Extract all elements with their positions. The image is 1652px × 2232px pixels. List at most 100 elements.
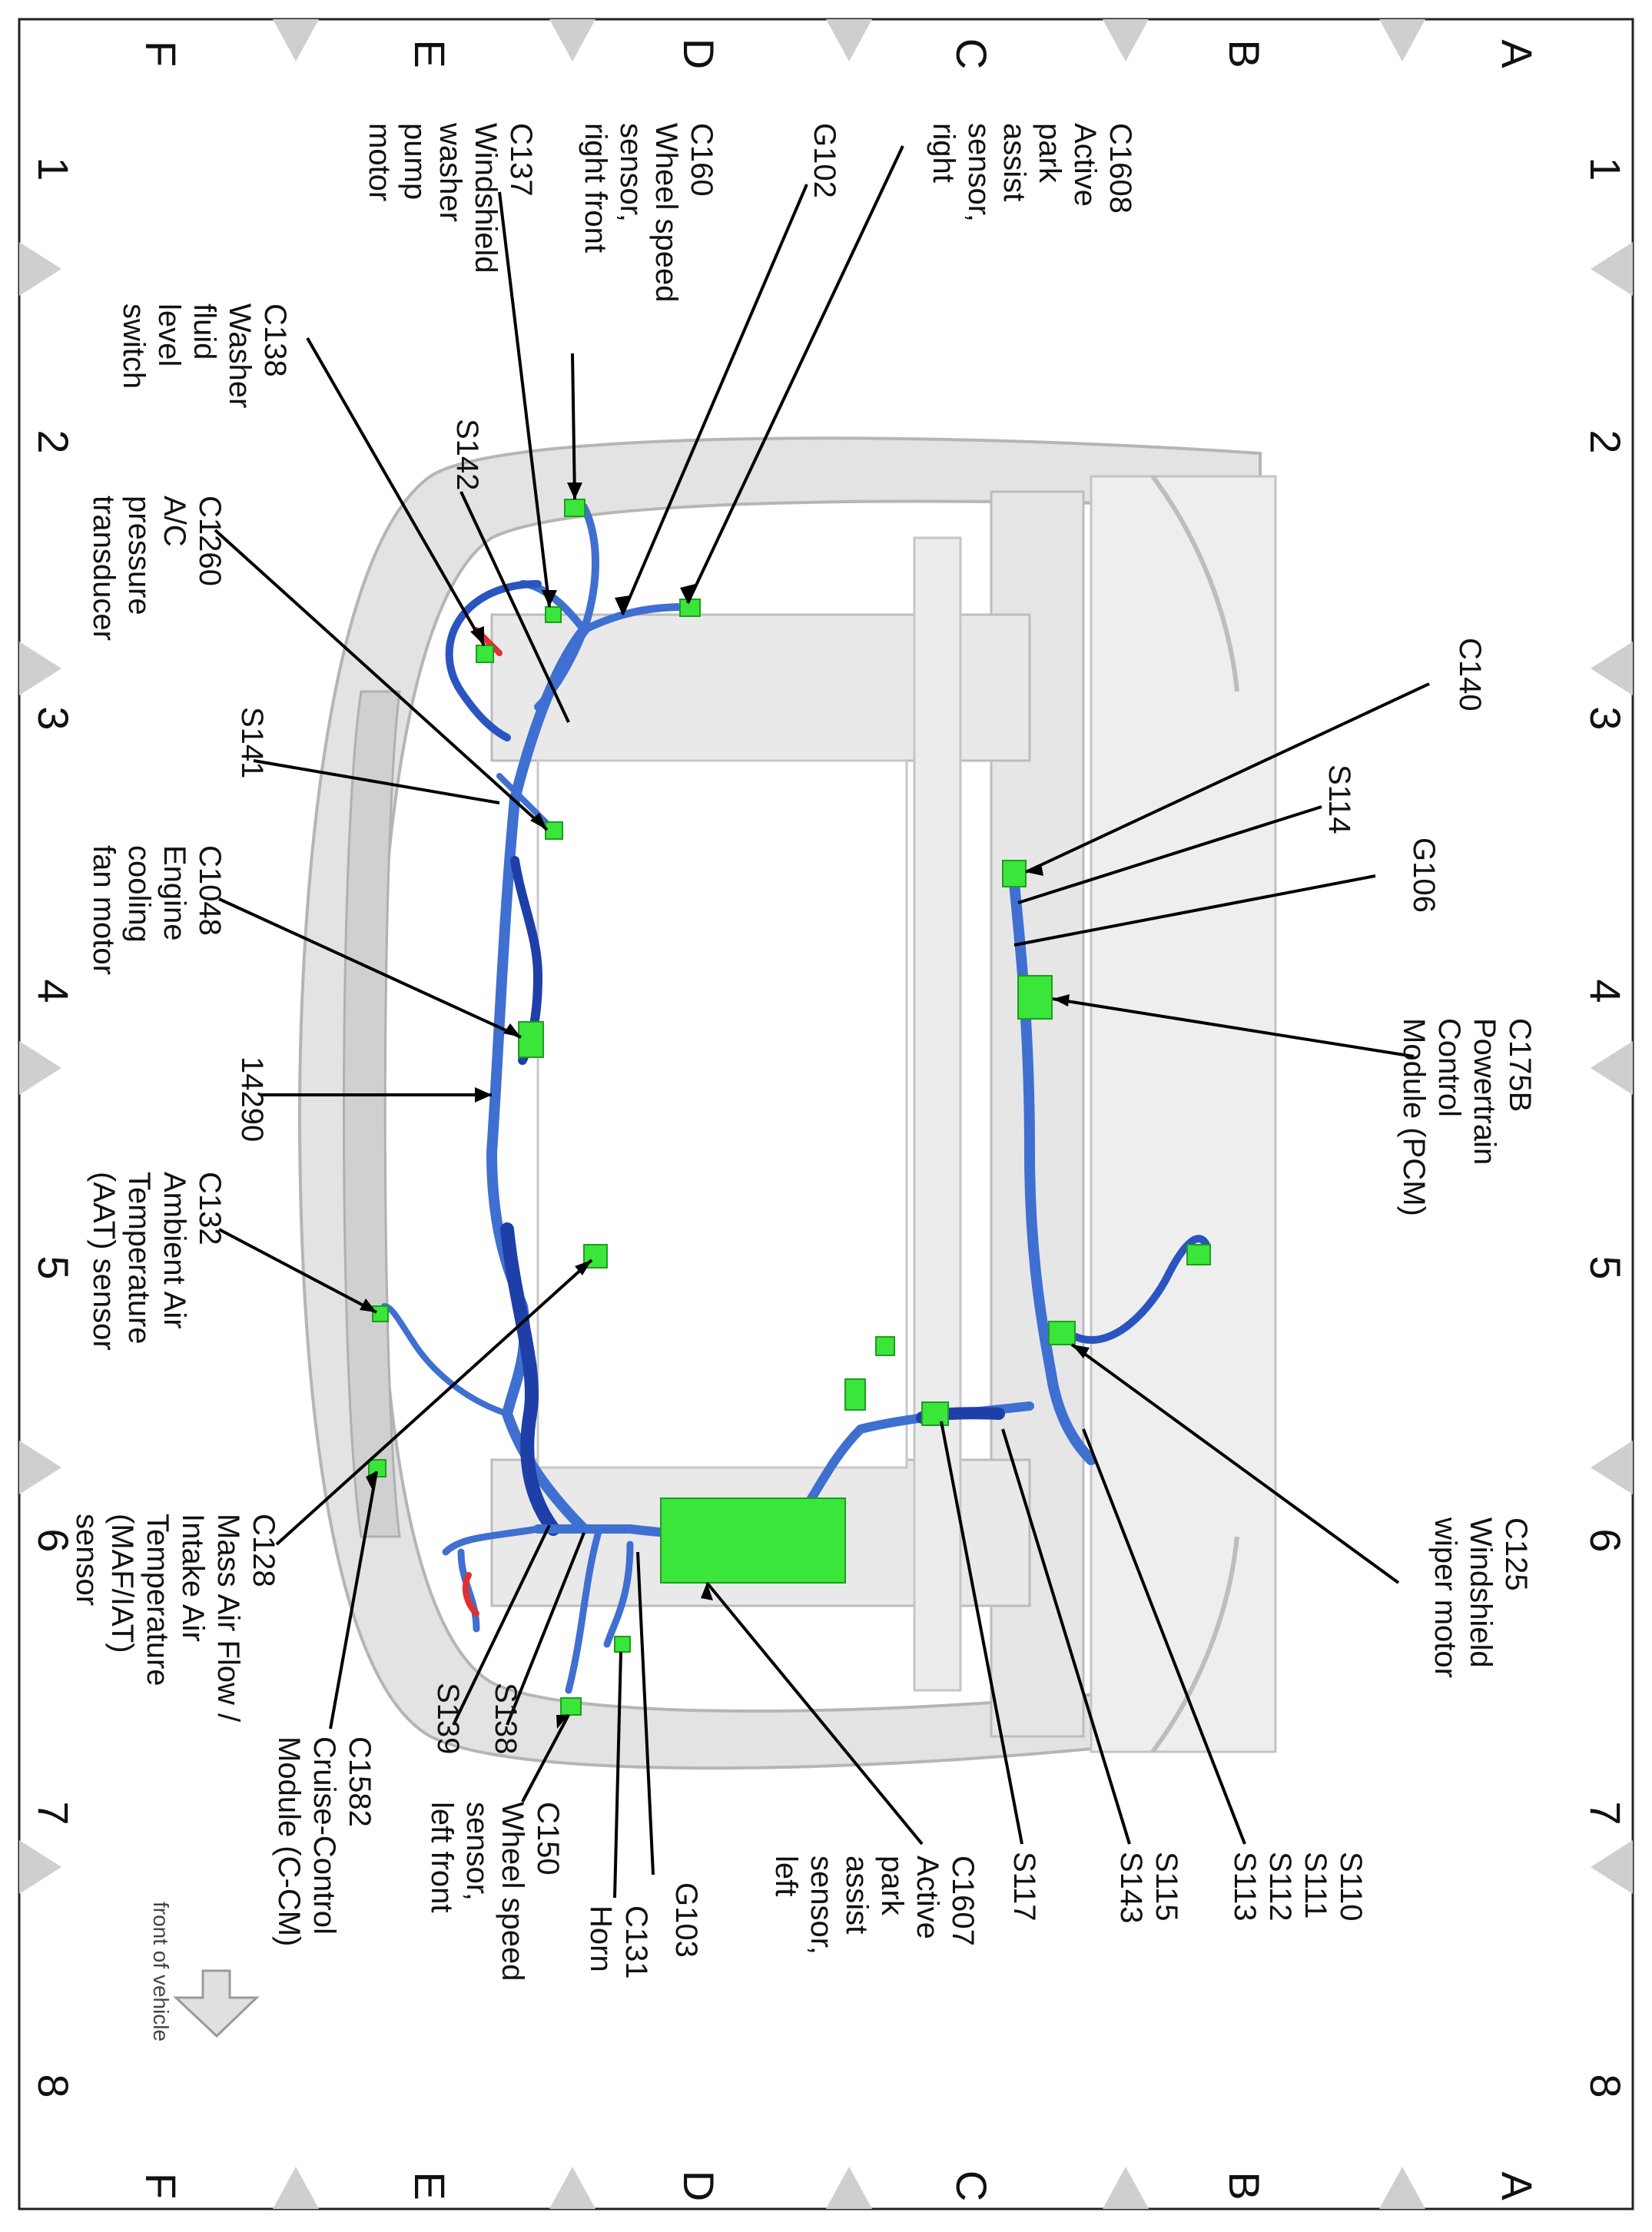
grid-col-3-right: 3 [1581,706,1630,730]
leader-c137 [498,191,551,608]
left-wheel-well [1150,1536,1239,1753]
grid-col-7-right: 7 [1581,1801,1630,1825]
grid-col-3-left: 3 [29,706,78,730]
harness-left-front-branches [442,1525,634,1694]
grid-col-labels-left: 1 2 3 4 5 6 7 8 [29,157,78,2098]
connector-c160 [564,499,585,517]
label-s110-s113: S110 S111 S112 S113 [1228,1852,1368,1930]
grid-col-2-right: 2 [1581,429,1630,453]
label-c1260: C1260 A/C pressure transducer [87,496,227,641]
grid-row-a-top: A [1493,39,1541,68]
connector-c175b [1017,975,1053,1020]
connector-wiper-end [1186,1244,1211,1265]
grille-band [343,690,401,1538]
grid-col-1-left: 1 [29,157,78,181]
leader-s142 [459,491,570,723]
leader-s138 [506,1532,585,1726]
grid-row-e-top: E [406,39,454,68]
grid-row-labels-bottom: A B C D E F [137,2171,1541,2201]
grid-row-labels-top: A B C D E F [137,38,1541,69]
connector-c138 [476,645,494,663]
cowl-panel [1090,475,1277,1753]
grid-markers [19,19,1633,2209]
grid-row-a-bottom: A [1493,2171,1541,2200]
label-g102: G102 [808,123,841,198]
label-14290: 14290 [235,1056,269,1142]
label-c125: C125 Windshield wiper motor [1428,1517,1533,1678]
grid-col-8-left: 8 [29,2074,78,2098]
right-wheel-well [1150,475,1239,692]
connector-c150 [560,1697,582,1716]
harness-front-dark-section [500,1222,560,1536]
label-s142: S142 [450,419,484,490]
harness-right-front-branch [519,503,688,711]
harness-washer-loop [445,580,542,741]
connector-c1582 [368,1459,386,1477]
front-of-vehicle-label: front of vehicle [149,1902,173,2041]
connector-s-cluster [921,1401,949,1426]
grid-row-c-bottom: C [947,2171,996,2201]
leader-s117 [940,1421,1023,1845]
label-s139: S139 [431,1683,465,1754]
leader-s114 [1017,805,1322,904]
leader-c150 [521,1714,570,1803]
leader-c1048 [218,897,522,1039]
grid-col-4-right: 4 [1581,979,1630,1003]
leader-c132 [218,1228,377,1314]
label-c160: C160 Wheel speed sensor, right front [579,123,718,311]
front-arrow-icon [173,1969,260,2038]
leader-g103 [636,1551,655,1875]
leader-s139 [452,1524,551,1726]
grid-row-b-top: B [1220,39,1269,68]
engine-bay-opening [536,759,908,1469]
grid-col-8-right: 8 [1581,2074,1630,2098]
connector-c1260 [545,821,563,840]
vehicle-front-structure [297,436,1277,1770]
label-s141: S141 [235,707,269,778]
label-s117: S117 [1007,1852,1041,1921]
grid-col-labels-right: 1 2 3 4 5 6 7 8 [1581,157,1630,2098]
leader-c1582 [329,1471,378,1730]
label-c1607: C1607 Active park assist sensor, left [769,1856,980,1963]
connector-left-misc-2 [875,1336,895,1356]
connectors [368,499,1211,1716]
label-g103: G103 [669,1882,703,1958]
leader-c125 [1070,1343,1400,1584]
grid-row-d-bottom: D [675,2171,723,2201]
connector-c137 [545,606,562,623]
leader-c175b [1052,997,1415,1058]
label-c1048: C1048 Engine cooling fan motor [87,845,227,975]
label-c175b: C175B Powertrain Control Module (PCM) [1397,1018,1537,1216]
grid-col-1-right: 1 [1581,157,1630,181]
label-c132: C132 Ambient Air Temperature (AAT) senso… [87,1172,227,1353]
leader-arrowheads [360,483,1090,1729]
leader-c138 [306,337,486,646]
leader-c131 [613,1651,622,1899]
leader-c1607 [705,1581,924,1846]
connector-c125 [1048,1321,1076,1345]
label-c128: C128 Mass Air Flow / Intake Air Temperat… [70,1514,280,1730]
leader-g106 [1013,874,1376,947]
grid-row-b-bottom: B [1220,2171,1269,2200]
connector-left-misc-1 [844,1378,866,1411]
grid-row-f-top: F [137,41,185,67]
leader-s141 [253,759,500,804]
leader-c1608 [686,145,904,604]
callout-labels: C1608 Active park assist sensor, right G… [70,122,1537,1981]
leader-s115 [1001,1428,1131,1845]
center-support-bar [913,536,962,1692]
grid-col-6-left: 6 [29,1528,78,1552]
grid-col-7-left: 7 [29,1801,78,1825]
leader-s110 [1082,1428,1246,1845]
grid-col-5-right: 5 [1581,1255,1630,1279]
connector-c140 [1002,860,1027,887]
grid-row-d-top: D [675,38,723,69]
grid-row-e-bottom: E [406,2171,454,2200]
leader-g102 [621,184,808,615]
leader-c1260 [214,529,549,831]
label-s138: S138 [489,1683,522,1754]
grid-col-4-left: 4 [29,979,78,1003]
grid-col-2-left: 2 [29,429,78,453]
label-s115-s143: S115 S143 [1114,1852,1183,1930]
